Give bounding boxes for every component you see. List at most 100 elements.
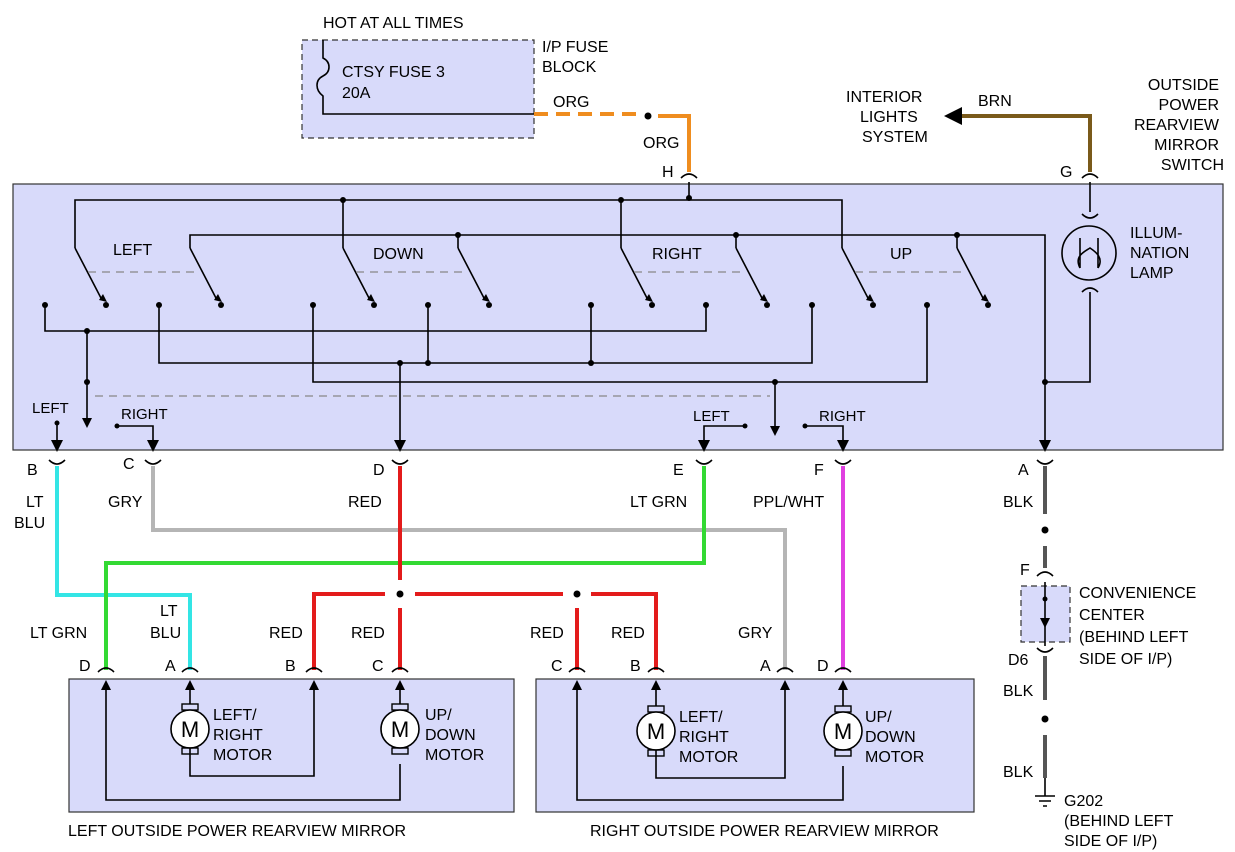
dir-up: UP <box>890 246 912 263</box>
org-splice <box>644 112 652 120</box>
motor-brush <box>647 749 665 757</box>
arrow <box>780 680 790 690</box>
arrow <box>147 440 159 452</box>
blk-label-2: BLK <box>1003 683 1034 700</box>
arrow <box>698 440 710 452</box>
switch-label-2: POWER <box>1159 97 1219 114</box>
c-tap <box>117 425 154 444</box>
ground-icon <box>1035 778 1055 807</box>
rm-pin-b: B <box>630 658 641 675</box>
illumination-lamp-icon <box>1061 225 1117 281</box>
pin-d: D <box>373 462 385 479</box>
contact <box>802 423 808 429</box>
motor-brush <box>834 749 852 757</box>
left-mirror-box <box>68 678 515 813</box>
junction <box>1042 596 1048 602</box>
junction <box>84 379 90 385</box>
lt-grn-label-2: LT GRN <box>30 625 87 642</box>
rm-lr-label-1: LEFT/ <box>679 709 723 726</box>
arrow <box>395 680 405 690</box>
conv-label-2: CENTER <box>1079 607 1145 624</box>
pin-c: C <box>123 456 135 473</box>
lamp-label-2: NATION <box>1130 245 1189 262</box>
rm-pin-d: D <box>817 658 829 675</box>
hot-at-all-times-label: HOT AT ALL TIMES <box>323 15 464 32</box>
pin-h: H <box>662 164 674 181</box>
contact <box>114 423 120 429</box>
lm-pin-a: A <box>165 658 176 675</box>
arrow <box>394 440 406 452</box>
pin-g: G <box>1060 164 1072 181</box>
mirror-switch-box <box>12 183 1224 451</box>
junction <box>588 360 594 366</box>
gry-label: GRY <box>108 494 143 511</box>
rm-lr-label-2: RIGHT <box>679 729 729 746</box>
right-mirror-box <box>535 678 975 813</box>
ground-label: G202 <box>1064 793 1103 810</box>
brn-label: BRN <box>978 93 1012 110</box>
red-wire-to-left-lr <box>312 592 385 670</box>
mirror-connectors <box>97 667 852 673</box>
sel-right-label-2: RIGHT <box>819 408 866 425</box>
dir-left: LEFT <box>113 242 152 259</box>
motor-symbol: M <box>181 717 199 742</box>
interior-label-1: INTERIOR <box>846 89 922 106</box>
lt-blu-wire <box>55 466 192 670</box>
gry-wire <box>151 466 787 670</box>
motor-brush <box>181 747 199 755</box>
junction <box>618 197 624 203</box>
f-tap <box>805 425 844 444</box>
arrow <box>309 680 319 690</box>
rm-pin-a: A <box>760 658 771 675</box>
arrow <box>838 680 848 690</box>
arrow-to-interior-lights <box>944 107 962 125</box>
lm-wire-common <box>105 686 401 801</box>
lm-pin-d: D <box>79 658 91 675</box>
org-wire <box>658 114 691 172</box>
junction <box>425 360 431 366</box>
arrow <box>82 418 92 428</box>
rm-ud-label-2: DOWN <box>865 729 916 746</box>
sel-left-label-2: LEFT <box>693 408 730 425</box>
motor-symbol: M <box>391 717 409 742</box>
junction <box>1042 379 1048 385</box>
rm-lr-label-3: MOTOR <box>679 749 738 766</box>
switch-label-3: REARVIEW <box>1134 117 1220 134</box>
bus-line-1 <box>44 305 707 332</box>
arrow <box>1039 440 1051 452</box>
conv-connector-top <box>1036 571 1054 577</box>
red-wire-to-right-lr <box>591 592 658 670</box>
interior-label-3: SYSTEM <box>862 129 928 146</box>
conv-pin-f: F <box>1020 562 1030 579</box>
rm-ud-label-1: UP/ <box>865 709 892 726</box>
lm-ud-label-2: DOWN <box>425 727 476 744</box>
arrow <box>651 680 661 690</box>
lm-pin-b: B <box>285 658 296 675</box>
lt-blu-label-1: LT <box>26 494 44 511</box>
ground-bus <box>189 234 1046 444</box>
org-label-top: ORG <box>553 94 589 111</box>
contacts <box>42 302 991 308</box>
sel-right-label: RIGHT <box>121 406 168 423</box>
arrow <box>770 426 780 436</box>
motor-symbol: M <box>647 719 665 744</box>
gry-label-2: GRY <box>738 625 773 642</box>
lamp-ground <box>1045 292 1091 383</box>
switch-label-1: OUTSIDE <box>1148 77 1219 94</box>
lt-blu-label-4: BLU <box>150 625 181 642</box>
conv-label-3: (BEHIND LEFT <box>1079 629 1189 646</box>
right-mirror-title: RIGHT OUTSIDE POWER REARVIEW MIRROR <box>590 823 939 840</box>
conv-connector-bottom <box>1036 647 1054 653</box>
arrow <box>572 680 582 690</box>
conv-label-1: CONVENIENCE <box>1079 585 1196 602</box>
lt-blu-label-3: LT <box>160 603 178 620</box>
pin-b: B <box>27 462 38 479</box>
red-label-5: RED <box>611 625 645 642</box>
rm-wire-common <box>576 686 844 801</box>
red-label-3: RED <box>351 625 385 642</box>
lm-pin-c: C <box>372 658 384 675</box>
switch-label-5: SWITCH <box>1161 157 1224 174</box>
bus-line-3 <box>312 305 928 383</box>
switch-blades <box>74 247 989 302</box>
fuse-symbol <box>316 40 534 115</box>
